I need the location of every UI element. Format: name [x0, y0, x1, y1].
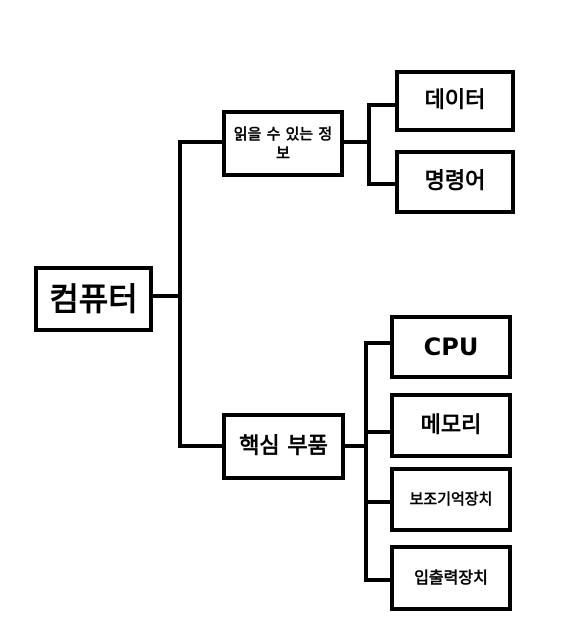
node-readable-info: 읽을 수 있는 정보	[222, 110, 344, 177]
node-memory: 메모리	[390, 393, 512, 458]
node-data: 데이터	[395, 70, 515, 132]
node-io-device: 입출력장치	[390, 545, 512, 611]
node-core-components: 핵심 부품	[222, 413, 345, 480]
node-cpu: CPU	[390, 315, 512, 379]
node-computer: 컴퓨터	[34, 266, 153, 332]
node-instruction: 명령어	[395, 150, 515, 214]
node-secondary-storage: 보조기억장치	[390, 467, 512, 532]
